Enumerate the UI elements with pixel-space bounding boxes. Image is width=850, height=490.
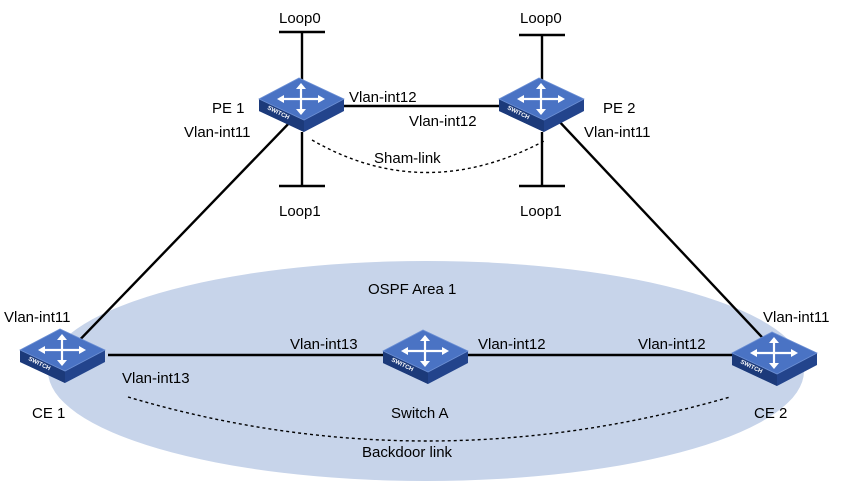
link-pe1-ce1 <box>69 117 295 351</box>
pe2-loop1-label: Loop1 <box>520 203 562 220</box>
swa-vlan13-label: Vlan-int13 <box>290 336 358 353</box>
swa-vlan12-label: Vlan-int12 <box>478 336 546 353</box>
ce1-vlan13-label: Vlan-int13 <box>122 370 190 387</box>
sham-link-label: Sham-link <box>374 150 441 167</box>
pe1-loop1-label: Loop1 <box>279 203 321 220</box>
ce2-vlan12-label: Vlan-int12 <box>638 336 706 353</box>
pe2-vlan11-label: Vlan-int11 <box>584 124 650 141</box>
ce2-vlan11-label: Vlan-int11 <box>763 309 829 326</box>
sham-link-curve <box>311 139 547 174</box>
pe2-switch-icon[interactable]: SWITCH <box>497 76 586 134</box>
pe1-switch-icon[interactable]: SWITCH <box>257 76 346 134</box>
backdoor-link-label: Backdoor link <box>362 444 453 461</box>
pe1-name: PE 1 <box>212 100 245 117</box>
switch-a-name: Switch A <box>391 405 449 422</box>
backdoor-link-curve <box>127 396 731 442</box>
pe2-loop0-label: Loop0 <box>520 10 562 27</box>
ce1-name: CE 1 <box>32 405 65 422</box>
ospf-area-label: OSPF Area 1 <box>368 281 456 298</box>
ce1-vlan11-label: Vlan-int11 <box>4 309 70 326</box>
pe2-vlan12-label: Vlan-int12 <box>409 113 477 130</box>
pe2-name: PE 2 <box>603 100 636 117</box>
pe1-loop0-label: Loop0 <box>279 10 321 27</box>
ce2-name: CE 2 <box>754 405 787 422</box>
pe1-vlan11-label: Vlan-int11 <box>184 124 250 141</box>
pe1-vlan12-label: Vlan-int12 <box>349 89 417 106</box>
link-pe2-ce2 <box>555 117 775 351</box>
